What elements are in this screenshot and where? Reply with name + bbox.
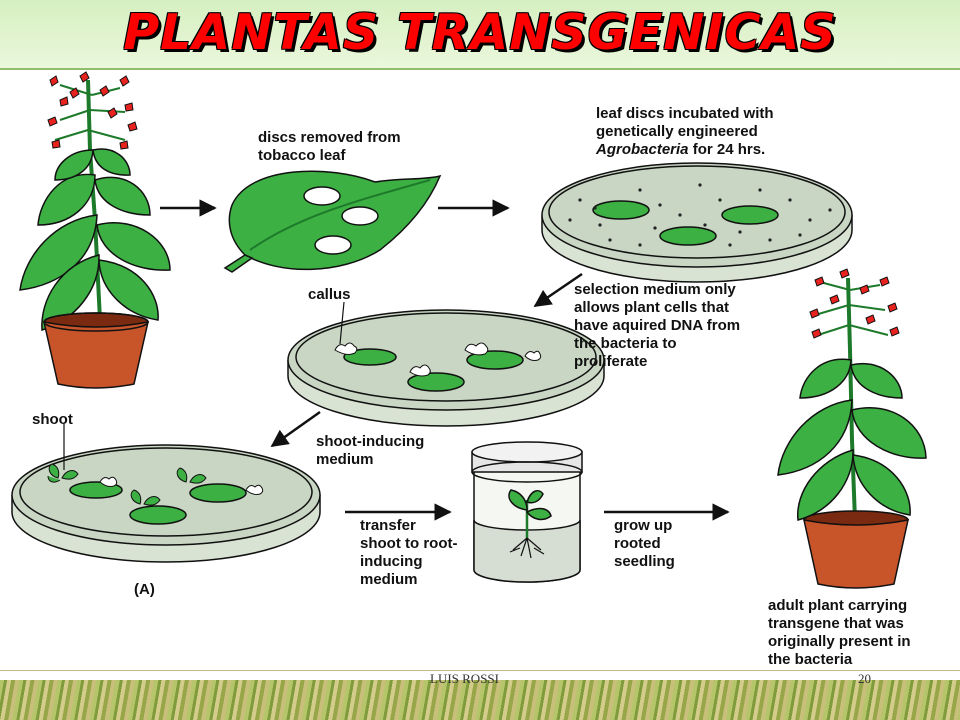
footer-page-number: 20: [858, 671, 871, 686]
label-adult-plant: adult plant carrying transgene that was …: [768, 597, 915, 668]
callus-pointer: [339, 301, 345, 345]
petri-dish-selection: [287, 309, 605, 427]
label-transfer-shoot: transfer shoot to root- inducing medium: [360, 517, 462, 588]
label-shoot: shoot: [32, 411, 73, 428]
footer-author: LUIS ROSSI: [430, 671, 499, 686]
label-shoot-inducing-medium: shoot-inducing medium: [316, 433, 428, 468]
label-panel-a: (A): [134, 581, 155, 598]
petri-dish-incubation: [541, 162, 853, 283]
grass-footer-band: [0, 680, 960, 720]
slide-title: PLANTAS TRANSGENICAS: [123, 4, 837, 61]
leaf-with-discs: [223, 170, 442, 273]
label-grow-up-seedling: grow up rooted seedling: [614, 517, 677, 570]
petri-dish-shoots: [11, 444, 321, 563]
jar-with-seedling: [471, 441, 583, 583]
label-selection-medium: selection medium only allows plant cells…: [574, 281, 744, 370]
header-band: [0, 0, 960, 70]
arrow-3: [533, 272, 583, 308]
transgenic-plant-diagram: discs removed from tobacco leaf leaf dis…: [11, 71, 927, 668]
tobacco-plant-right: [777, 268, 927, 589]
label-discs-removed: discs removed from tobacco leaf: [258, 129, 405, 164]
footer-divider: [0, 670, 960, 671]
label-leaf-discs-incubated: leaf discs incubated with genetically en…: [595, 105, 778, 158]
arrow-4: [270, 410, 321, 448]
label-callus: callus: [308, 286, 351, 303]
tobacco-plant-left: [19, 71, 171, 389]
